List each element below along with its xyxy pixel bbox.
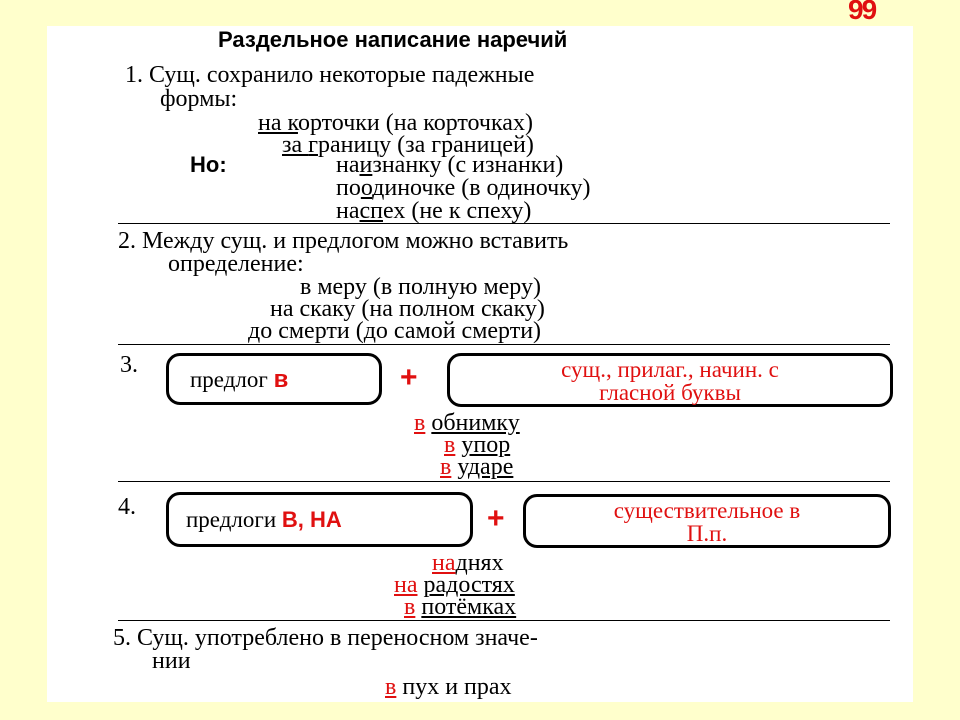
- section4-plus: +: [487, 502, 505, 535]
- section4-example-2: на радостях: [394, 572, 515, 598]
- section5-example: в пух и прах: [385, 674, 512, 700]
- section3-example-1: в обнимку: [414, 410, 520, 436]
- section4-preposition-box-text: предлоги В, НА: [186, 507, 342, 532]
- section4-noun-box-line1: существительное в: [613, 498, 801, 523]
- divider-4: [118, 620, 890, 621]
- page-title: Раздельное написание наречий: [218, 27, 568, 52]
- section1-but-example-3: наспех (не к спеху): [336, 198, 532, 224]
- section5-line1: 5. Сущ. употреблено в переносном значе-: [113, 625, 538, 651]
- corner-mark: 99: [848, 0, 877, 22]
- section1-line2: формы:: [160, 86, 238, 112]
- section1-example-1: на корточки (на корточках): [258, 110, 533, 136]
- section3-example-3: в ударе: [440, 454, 514, 480]
- section1-example-2: за границу (за границей): [282, 132, 534, 158]
- section3-noun-box-line2: гласной буквы: [599, 380, 741, 405]
- but-label: Но:: [190, 152, 227, 177]
- section3-plus: +: [400, 361, 418, 394]
- section2-line1: 2. Между сущ. и предлогом можно вставить: [118, 228, 569, 254]
- section4-example-1: наднях: [432, 550, 504, 576]
- divider-1: [118, 223, 890, 224]
- divider-3: [118, 481, 890, 482]
- section4-number: 4.: [118, 494, 136, 520]
- section5-line2: нии: [152, 648, 191, 674]
- section3-noun-box: [447, 353, 893, 407]
- section4-preposition-box: [166, 492, 473, 547]
- section1-but-example-2: поодиночке (в одиночку): [336, 175, 591, 201]
- section3-example-2: в упор: [444, 432, 511, 458]
- divider-2: [118, 344, 890, 345]
- section1-line1: 1. Сущ. сохранило некоторые падежные: [125, 62, 535, 88]
- section3-preposition-box: [166, 353, 382, 405]
- section3-noun-box-line1: сущ., прилаг., начин. с: [561, 357, 779, 382]
- section4-noun-box-line2: П.п.: [686, 521, 728, 546]
- section2-line2: определение:: [168, 251, 304, 277]
- section1-but-example-1: наизнанку (с изнанки): [336, 152, 564, 178]
- section2-example-1: в меру (в полную меру): [300, 274, 541, 300]
- section4-example-3: в потёмках: [404, 594, 517, 620]
- section2-example-2: на скаку (на полном скаку): [270, 296, 545, 322]
- section3-preposition-box-text: предлог в: [190, 366, 289, 393]
- section4-noun-box: [523, 494, 891, 548]
- section2-example-3: до смерти (до самой смерти): [248, 318, 542, 344]
- section3-number: 3.: [120, 352, 138, 378]
